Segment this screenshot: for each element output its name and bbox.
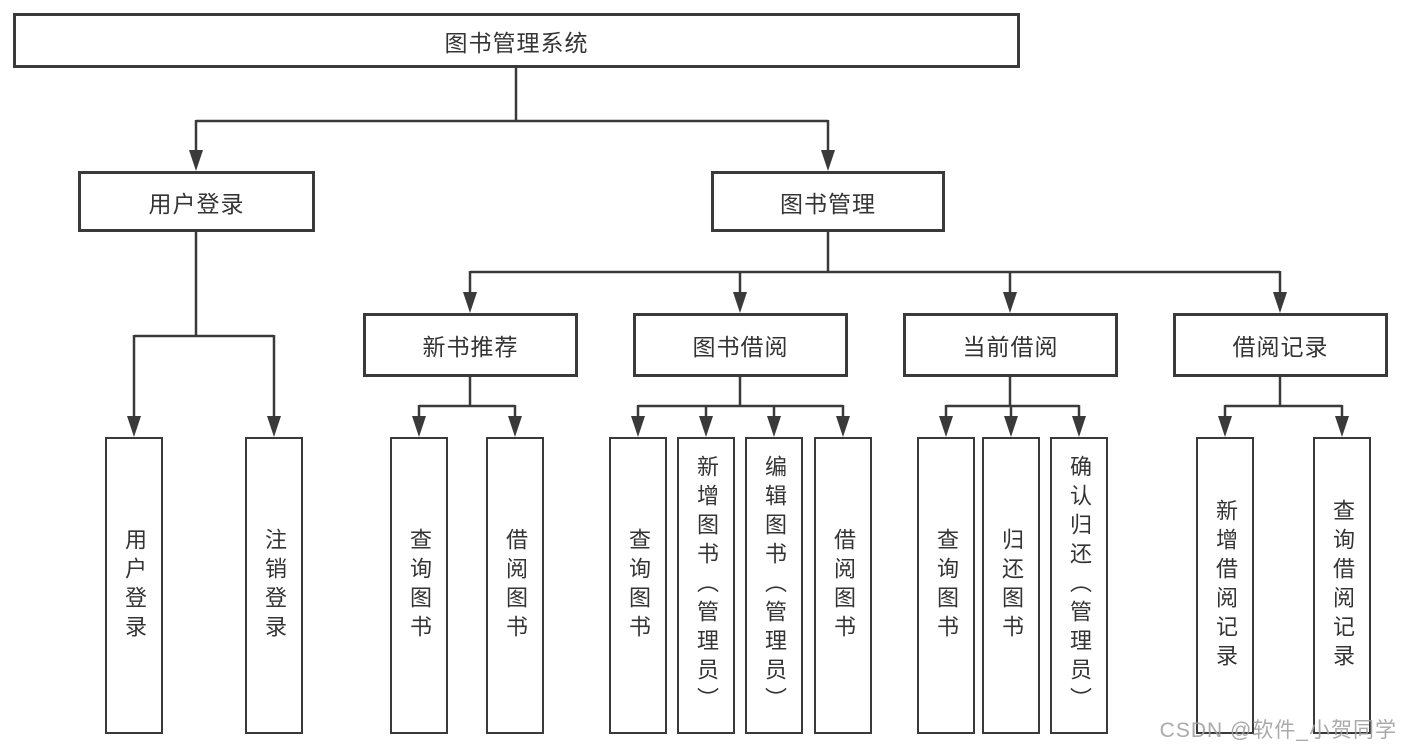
node-label: 确认归还（管理员） <box>1067 455 1092 716</box>
leaf-query-borrow-record: 查询借阅记录 <box>1313 437 1371 734</box>
node-label: 归还图书 <box>999 527 1024 644</box>
connector-book-borrowing <box>631 377 850 437</box>
leaf-query-books-borrowing: 查询图书 <box>609 437 667 734</box>
leaf-user-login: 用户登录 <box>105 437 163 734</box>
connector-root <box>189 68 835 171</box>
connector-new-book-recommendation <box>412 377 522 437</box>
connector-book-management <box>463 232 1287 313</box>
connector-current-borrowing <box>939 377 1086 437</box>
node-label: 借阅图书 <box>831 527 856 644</box>
node-label: 查询图书 <box>407 527 432 644</box>
leaf-return-books: 归还图书 <box>982 437 1040 734</box>
leaf-confirm-return-admin: 确认归还（管理员） <box>1050 437 1108 734</box>
leaf-edit-books-admin: 编辑图书（管理员） <box>745 437 803 734</box>
node-current-borrowing: 当前借阅 <box>903 313 1118 377</box>
leaf-borrow-books-borrowing: 借阅图书 <box>814 437 872 734</box>
leaf-add-borrow-record: 新增借阅记录 <box>1196 437 1254 734</box>
node-label: 用户登录 <box>148 190 245 217</box>
node-label: 图书管理 <box>780 190 876 217</box>
node-borrowing-records: 借阅记录 <box>1173 313 1388 377</box>
node-user-login: 用户登录 <box>78 171 315 232</box>
csdn-watermark: CSDN @软件_小贺同学 <box>1159 719 1397 742</box>
leaf-borrow-books-recommendation: 借阅图书 <box>486 437 544 734</box>
leaf-query-books-current: 查询图书 <box>917 437 975 734</box>
node-label: 新增借阅记录 <box>1213 498 1238 673</box>
node-book-management: 图书管理 <box>711 171 945 232</box>
node-library-management-system: 图书管理系统 <box>13 13 1020 68</box>
node-label: 查询图书 <box>934 527 959 644</box>
leaf-add-books-admin: 新增图书（管理员） <box>677 437 735 734</box>
leaf-query-books-recommendation: 查询图书 <box>390 437 448 734</box>
connector-borrowing-records <box>1218 377 1349 437</box>
node-label: 借阅记录 <box>1232 334 1329 360</box>
connector-user-login <box>127 232 281 437</box>
node-label: 查询图书 <box>626 527 651 644</box>
node-new-book-recommendation: 新书推荐 <box>363 313 578 377</box>
leaf-logout: 注销登录 <box>245 437 303 734</box>
node-book-borrowing: 图书借阅 <box>633 313 848 377</box>
node-label: 当前借阅 <box>962 334 1059 360</box>
node-label: 新增图书（管理员） <box>694 455 719 716</box>
node-label: 注销登录 <box>262 527 287 644</box>
node-label: 用户登录 <box>122 527 147 644</box>
node-label: 图书管理系统 <box>444 29 589 56</box>
node-label: 编辑图书（管理员） <box>762 455 787 716</box>
node-label: 图书借阅 <box>692 334 789 360</box>
node-label: 查询借阅记录 <box>1330 498 1355 673</box>
node-label: 借阅图书 <box>503 527 528 644</box>
node-label: 新书推荐 <box>422 334 519 360</box>
